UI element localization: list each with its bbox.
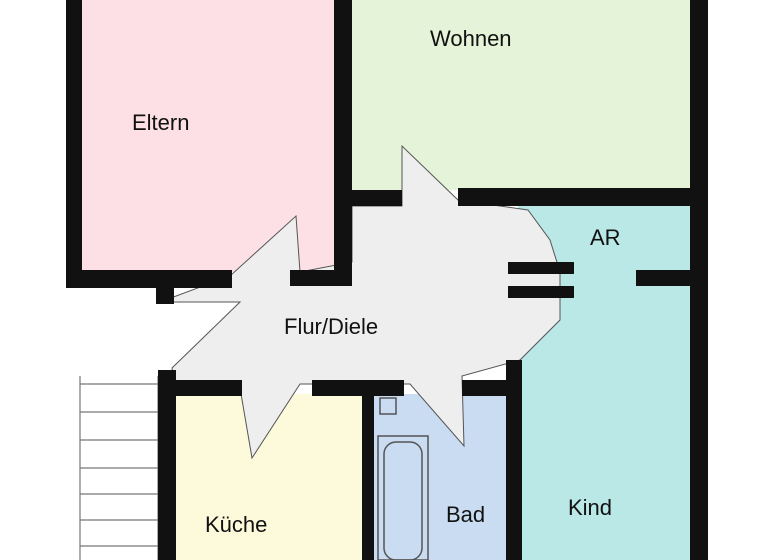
bathtub [377, 435, 429, 560]
room-wohnen [350, 0, 690, 190]
label-bad: Bad [446, 502, 485, 527]
staircase [79, 376, 159, 560]
label-kind: Kind [568, 495, 612, 520]
label-wohnen: Wohnen [430, 26, 512, 51]
label-eltern: Eltern [132, 110, 189, 135]
washbasin [379, 397, 397, 415]
label-ar: AR [590, 225, 621, 250]
room-eltern [80, 0, 342, 272]
walls [66, 0, 708, 560]
room-bad [372, 394, 508, 560]
label-flur-diele: Flur/Diele [284, 314, 378, 339]
label-kueche: Küche [205, 512, 267, 537]
